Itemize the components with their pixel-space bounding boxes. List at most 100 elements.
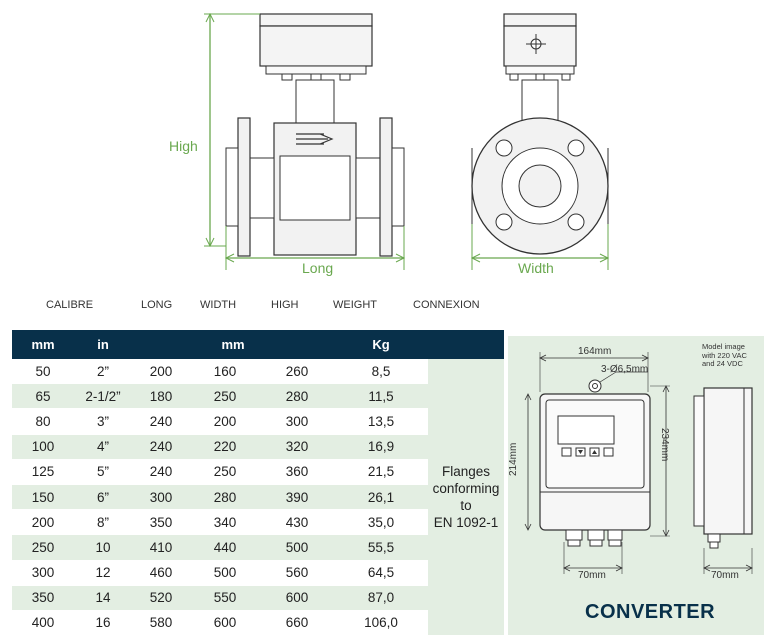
converter-title: CONVERTER: [585, 601, 716, 623]
cell-calibre-in: 12: [74, 560, 132, 586]
header-connexion: CONNEXION: [413, 299, 480, 311]
dim-width-label: Width: [518, 260, 554, 276]
cell-high: 390: [260, 484, 334, 511]
cell-weight: 64,5: [334, 560, 428, 586]
cell-calibre-in: 2”: [74, 359, 132, 385]
table-row: 100 4” 240 220 320 16,9: [12, 434, 504, 460]
converter-dim-height-inner: 214mm: [508, 442, 519, 476]
cell-width: 250: [190, 383, 260, 410]
table-row: 125 5” 240 250 360 21,5: [12, 459, 504, 485]
cell-width: 220: [190, 434, 260, 460]
converter-dim-side: 70mm: [711, 570, 739, 581]
cell-calibre-in: 4”: [74, 434, 132, 460]
header-high: HIGH: [271, 299, 299, 311]
cell-weight: 8,5: [334, 359, 428, 385]
converter-model-note: Model image with 220 VAC and 24 VDC: [702, 342, 747, 368]
cell-long: 460: [132, 560, 190, 586]
cell-width: 600: [190, 610, 260, 637]
cell-calibre-in: 5”: [74, 459, 132, 485]
cell-long: 240: [132, 434, 190, 460]
flowmeter-side-drawing: [470, 13, 610, 270]
cell-calibre-mm: 80: [12, 408, 74, 435]
cell-calibre-in: 6”: [74, 484, 132, 511]
table-row: 350 14 520 550 600 87,0: [12, 585, 504, 611]
spec-table: mm in mm Kg 50 2” 200 160 260 8,5 Flange…: [12, 330, 504, 637]
table-row: 250 10 410 440 500 55,5: [12, 534, 504, 561]
cell-high: 430: [260, 509, 334, 536]
cell-weight: 87,0: [334, 585, 428, 611]
table-row: 400 16 580 600 660 106,0: [12, 610, 504, 637]
cell-weight: 21,5: [334, 459, 428, 485]
cell-calibre-in: 2-1/2”: [74, 383, 132, 410]
header-width: WIDTH: [200, 299, 237, 311]
connexion-note: Flanges conforming to EN 1092-1: [428, 359, 504, 637]
table-row: 200 8” 350 340 430 35,0: [12, 509, 504, 536]
converter-dim-height-outer: 234mm: [659, 428, 670, 462]
cell-high: 360: [260, 459, 334, 485]
cell-long: 240: [132, 408, 190, 435]
converter-drawing: [524, 352, 753, 574]
cell-width: 280: [190, 484, 260, 511]
cell-weight: 16,9: [334, 434, 428, 460]
converter-dim-width: 164mm: [578, 346, 612, 357]
cell-high: 260: [260, 359, 334, 385]
unit-header-row: mm in mm Kg: [12, 330, 504, 359]
cell-width: 500: [190, 560, 260, 586]
header-calibre: CALIBRE: [46, 299, 94, 311]
cell-calibre-in: 8”: [74, 509, 132, 536]
cell-high: 560: [260, 560, 334, 586]
unit-kg: Kg: [334, 330, 428, 359]
cell-calibre-in: 16: [74, 610, 132, 637]
cell-long: 200: [132, 359, 190, 385]
cell-weight: 13,5: [334, 408, 428, 435]
cell-calibre-in: 14: [74, 585, 132, 611]
cell-long: 410: [132, 534, 190, 561]
table-row: 80 3” 240 200 300 13,5: [12, 408, 504, 435]
table-row: 65 2-1/2” 180 250 280 11,5: [12, 383, 504, 410]
cell-calibre-mm: 300: [12, 560, 74, 586]
cell-long: 300: [132, 484, 190, 511]
cell-weight: 55,5: [334, 534, 428, 561]
cell-calibre-mm: 400: [12, 610, 74, 637]
unit-in: in: [74, 330, 132, 359]
header-weight: WEIGHT: [333, 299, 377, 311]
cell-weight: 26,1: [334, 484, 428, 511]
dim-high-label: High: [169, 138, 198, 154]
dim-long-label: Long: [302, 260, 334, 276]
cell-width: 250: [190, 459, 260, 485]
cell-width: 550: [190, 585, 260, 611]
cell-long: 180: [132, 383, 190, 410]
cell-calibre-mm: 125: [12, 459, 74, 485]
cell-long: 580: [132, 610, 190, 637]
cell-calibre-mm: 250: [12, 534, 74, 561]
cell-long: 520: [132, 585, 190, 611]
cell-high: 500: [260, 534, 334, 561]
unit-mm: mm: [12, 330, 74, 359]
cell-high: 280: [260, 383, 334, 410]
flowmeter-front-drawing: [204, 12, 406, 270]
cell-weight: 106,0: [334, 610, 428, 637]
cell-calibre-in: 3”: [74, 408, 132, 435]
cell-calibre-mm: 150: [12, 484, 74, 511]
table-row: 150 6” 300 280 390 26,1: [12, 484, 504, 511]
cell-calibre-mm: 100: [12, 434, 74, 460]
cell-weight: 35,0: [334, 509, 428, 536]
cell-calibre-mm: 350: [12, 585, 74, 611]
cell-width: 440: [190, 534, 260, 561]
cell-weight: 11,5: [334, 383, 428, 410]
cell-calibre-mm: 65: [12, 383, 74, 410]
cell-long: 240: [132, 459, 190, 485]
converter-dim-holes: 3-Ø6,5mm: [601, 364, 649, 375]
converter-dim-bottom: 70mm: [578, 570, 606, 581]
unit-mm-dimensions: mm: [132, 330, 334, 359]
cell-high: 300: [260, 408, 334, 435]
cell-width: 340: [190, 509, 260, 536]
table-row: 300 12 460 500 560 64,5: [12, 560, 504, 586]
cell-calibre-in: 10: [74, 534, 132, 561]
cell-long: 350: [132, 509, 190, 536]
cell-width: 160: [190, 359, 260, 385]
cell-calibre-mm: 50: [12, 359, 74, 385]
cell-high: 600: [260, 585, 334, 611]
cell-high: 320: [260, 434, 334, 460]
header-long: LONG: [141, 299, 173, 311]
